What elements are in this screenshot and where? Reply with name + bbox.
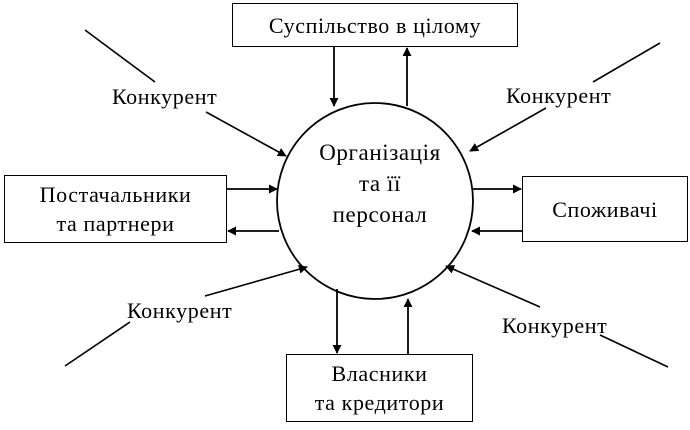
consumers-box: Споживачі — [522, 176, 688, 242]
organization-circle — [276, 102, 474, 300]
competitor-line-top-left-a — [84, 29, 156, 83]
organization-label-line3: персонал — [332, 202, 428, 227]
organization-label-line2: та її — [358, 171, 402, 196]
competitor-arrow-top-left — [205, 111, 287, 157]
organization-label-line1: Організація — [319, 140, 441, 165]
suppliers-box: Постачальники та партнери — [4, 175, 227, 243]
competitor-label-bottom-right: Конкурент — [502, 313, 608, 338]
competitor-line-top-right-a — [592, 42, 661, 83]
society-label: Суспільство в цілому — [268, 12, 482, 38]
consumers-label: Споживачі — [552, 196, 658, 222]
suppliers-label-line1: Постачальники — [39, 182, 192, 207]
organization-label: Організація та її персонал — [285, 137, 475, 230]
competitor-line-bottom-left-a — [64, 321, 131, 367]
owners-box: Власники та кредитори — [286, 354, 473, 422]
competitor-label-top-right: Конкурент — [506, 83, 612, 108]
competitor-arrow-bottom-right — [445, 265, 541, 308]
competitor-arrow-bottom-left — [204, 264, 308, 297]
competitor-label-top-left: Конкурент — [112, 84, 218, 109]
competitor-label-bottom-left: Конкурент — [127, 298, 233, 323]
society-box: Суспільство в цілому — [232, 3, 518, 47]
owners-label-line2: та кредитори — [314, 390, 445, 415]
suppliers-label-line2: та партнери — [56, 211, 175, 236]
competitor-line-bottom-right-a — [599, 334, 669, 368]
competitor-arrow-top-right — [469, 107, 547, 152]
owners-label-line1: Власники — [331, 361, 428, 386]
